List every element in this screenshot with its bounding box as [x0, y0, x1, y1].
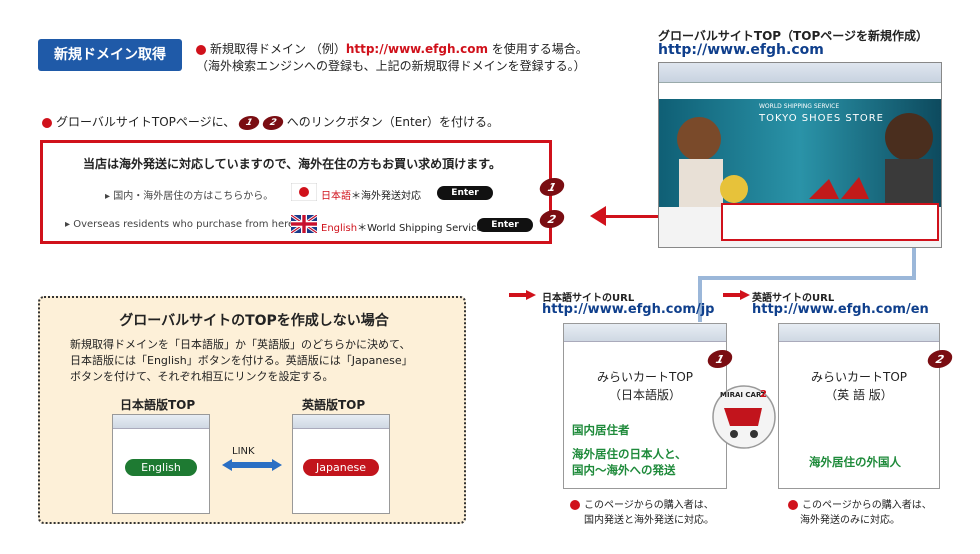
intro-line-1: 新規取得ドメイン （例）http://www.efgh.com を使用する場合。	[196, 40, 588, 57]
en-footnote-1: このページからの購入者は、	[788, 496, 932, 511]
global-site-url: http://www.efgh.com	[658, 42, 824, 58]
browser-toolbar	[564, 324, 726, 342]
link-label: LINK	[232, 446, 255, 457]
intro-prefix: 新規取得ドメイン （例）	[210, 42, 346, 56]
en-top-label: 英語版TOP	[302, 398, 366, 412]
cart-logo-text: MIRAI CART	[720, 391, 766, 399]
dotted-body-3: ボタンを付けて、それぞれ相互にリンクを設定する。	[70, 370, 334, 383]
mini-toolbar	[113, 415, 209, 429]
row2-lang: English＊World Shipping Service	[321, 223, 483, 234]
connector-left-drop	[698, 276, 702, 322]
intro-suffix: を使用する場合。	[487, 42, 588, 56]
site-nav	[659, 83, 941, 99]
mini-toolbar	[293, 415, 389, 429]
uk-flag-icon	[291, 215, 317, 233]
red-bullet-icon	[196, 44, 206, 55]
global-site-browser: WORLD SHIPPING SERVICE TOKYO SHOES STORE	[658, 62, 942, 248]
japan-flag-icon	[291, 183, 317, 201]
en-target-1: 海外居住の外国人	[809, 455, 901, 469]
cart-logo-sup: 2	[760, 389, 767, 400]
inner-language-box	[721, 203, 939, 241]
pointing-hand-icon	[723, 290, 750, 300]
jp-site-title: みらいカートTOP	[596, 370, 693, 384]
pointing-hand-icon	[509, 290, 536, 300]
shopping-cart-logo-icon	[712, 385, 776, 449]
en-site-subtitle: （英 語 版）	[825, 388, 893, 402]
jp-target-1: 国内居住者	[572, 423, 630, 437]
hero-title: TOKYO SHOES STORE	[759, 113, 884, 124]
number-1-icon: 1	[237, 115, 262, 130]
jp-top-label: 日本語版TOP	[120, 398, 196, 412]
enter-button-jp[interactable]: Enter	[437, 186, 493, 200]
en-footnote-2: 海外発送のみに対応。	[800, 515, 900, 526]
hero-illustration	[677, 113, 933, 207]
jp-site-subtitle: （日本語版）	[608, 388, 681, 402]
enter-button-en[interactable]: Enter	[477, 218, 533, 232]
intro-line-2: （海外検索エンジンへの登録も、上記の新規取得ドメインを登録する。）	[196, 59, 586, 73]
link-note-suffix: へのリンクボタン（Enter）を付ける。	[282, 115, 499, 129]
connector-vertical	[912, 248, 916, 278]
number-2-icon: 2	[261, 115, 285, 130]
jp-mini-browser: English	[112, 414, 210, 514]
row1-lang: 日本語＊海外発送対応	[321, 191, 421, 202]
site-hero-image	[659, 99, 941, 207]
headline: 当店は海外発送に対応していますので、海外在住の方もお買い求め頂けます。	[83, 157, 501, 171]
jp-target-2: 海外居住の日本人と、	[572, 447, 687, 461]
connector-horizontal	[698, 276, 916, 280]
hero-subtitle: WORLD SHIPPING SERVICE	[759, 103, 840, 110]
jp-target-3: 国内〜海外への発送	[572, 463, 676, 477]
language-selector-box: 当店は海外発送に対応していますので、海外在住の方もお買い求め頂けます。 ▸ 国内…	[40, 140, 552, 244]
red-bullet-icon	[42, 117, 52, 128]
no-global-top-box: グローバルサイトのTOPを作成しない場合 新規取得ドメインを「日本語版」か「英語…	[38, 296, 466, 524]
dotted-title: グローバルサイトのTOPを作成しない場合	[119, 313, 389, 329]
row2-label: ▸ Overseas residents who purchase from h…	[65, 219, 298, 230]
red-arrow-left-icon	[590, 206, 606, 226]
en-url-label: 英語サイトのURL	[752, 293, 835, 304]
en-site-browser: みらいカートTOP （英 語 版） 海外居住の外国人	[778, 323, 940, 489]
dotted-body-1: 新規取得ドメインを「日本語版」か「英語版」のどちらかに決めて、	[70, 338, 411, 351]
browser-toolbar	[659, 63, 941, 83]
english-button[interactable]: English	[125, 459, 197, 476]
browser-toolbar	[779, 324, 939, 342]
intro-url: http://www.efgh.com	[345, 42, 488, 56]
link-note-prefix: グローバルサイトTOPページに、	[56, 115, 236, 129]
jp-site-browser: みらいカートTOP （日本語版） 国内居住者 海外居住の日本人と、 国内〜海外へ…	[563, 323, 727, 489]
double-arrow-icon	[222, 459, 282, 471]
global-site-title: グローバルサイトTOP（TOPページを新規作成）	[658, 29, 929, 43]
link-note: グローバルサイトTOPページに、 1 2 へのリンクボタン（Enter）を付ける…	[42, 113, 499, 130]
japanese-button[interactable]: Japanese	[303, 459, 379, 476]
dotted-body-2: 日本語版には「English」ボタンを付ける。英語版には「Japanese」	[70, 354, 413, 367]
jp-footnote-1: このページからの購入者は、	[570, 496, 714, 511]
jp-footnote-2: 国内発送と海外発送に対応。	[584, 515, 714, 526]
row1-label: ▸ 国内・海外居住の方はこちらから。	[105, 191, 274, 202]
en-url: http://www.efgh.com/en	[752, 302, 929, 317]
domain-badge: 新規ドメイン取得	[38, 39, 182, 71]
en-site-title: みらいカートTOP	[810, 370, 907, 384]
red-bullet-icon	[788, 500, 798, 510]
jp-url-label: 日本語サイトのURL	[542, 293, 635, 304]
en-mini-browser: Japanese	[292, 414, 390, 514]
red-bullet-icon	[570, 500, 580, 510]
jp-url: http://www.efgh.com/jp	[542, 302, 715, 317]
